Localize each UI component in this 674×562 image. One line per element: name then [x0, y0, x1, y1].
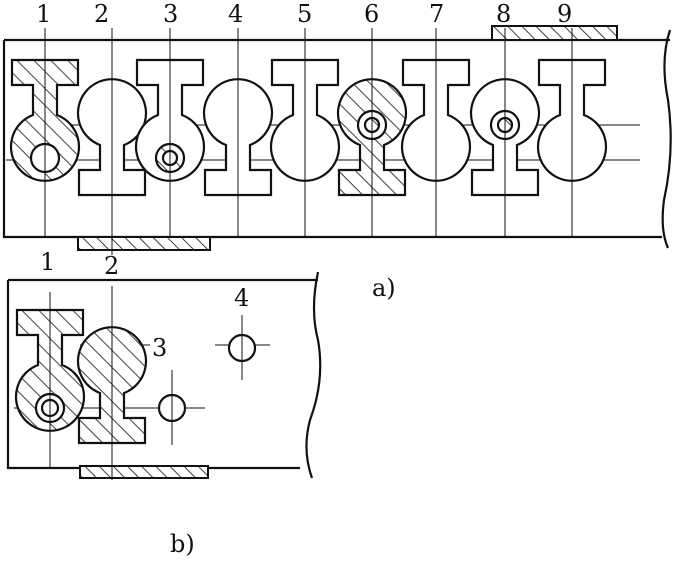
stop-plate-b — [79, 465, 209, 479]
station-label-a-1: 1 — [36, 0, 51, 28]
station-label-a-6: 6 — [364, 0, 379, 28]
station-label-a-4: 4 — [228, 0, 243, 28]
station-lines-b — [49, 286, 243, 480]
strip-a-break-line — [661, 29, 672, 249]
station-lines-a — [44, 28, 573, 255]
station-label-b-1: 1 — [40, 248, 55, 276]
station-label-a-8: 8 — [496, 0, 511, 28]
strip-b-break-line — [305, 271, 322, 479]
diagram-b-caption: b) — [170, 530, 195, 558]
station-label-a-9: 9 — [557, 0, 572, 28]
station-label-a-5: 5 — [297, 0, 312, 28]
station-label-a-7: 7 — [429, 0, 444, 28]
diagram-b: 1 2 3 4 b) — [6, 248, 322, 558]
station-label-b-4: 4 — [234, 284, 249, 312]
diagram-a-caption: a) — [372, 274, 396, 302]
stop-plate-top — [491, 25, 618, 41]
station-label-b-2: 2 — [104, 252, 119, 280]
station-label-a-3: 3 — [163, 0, 178, 28]
station-label-a-2: 2 — [94, 0, 109, 28]
station-label-b-3: 3 — [152, 334, 167, 362]
diagram-a: 1 2 3 4 5 6 7 8 9 a) — [2, 0, 672, 302]
stop-plate-bottom — [77, 236, 211, 251]
strip-a-left-bottom-edge — [2, 40, 662, 239]
